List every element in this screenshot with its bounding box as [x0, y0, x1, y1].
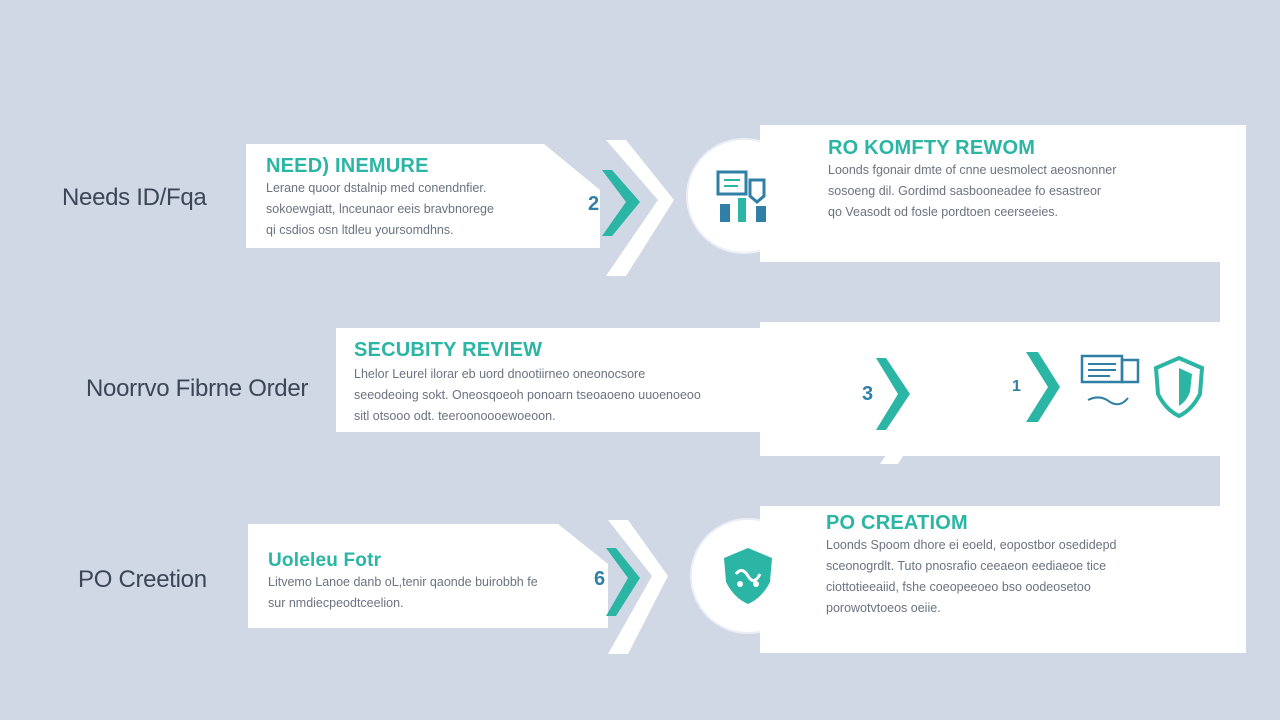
- shield-icon: [1153, 355, 1205, 419]
- document-shield-icon: [716, 170, 766, 222]
- step-3-right-title: PO CREATIOM: [826, 512, 968, 534]
- step-2-card-shape: [336, 328, 942, 464]
- step-2-card-text: Lhelor Leurel ilorar eb uord dnootiirneo…: [354, 367, 701, 423]
- step-3-side-label: PO Creetion: [78, 566, 207, 593]
- step-2-right-number: 1: [1012, 378, 1021, 395]
- step-2-inner-chevron: [1026, 352, 1060, 422]
- step-3-number: 6: [594, 568, 606, 590]
- panel-gap-bottom: [760, 456, 1220, 506]
- step-1-card-title: NEED) INEMURE: [266, 155, 429, 177]
- step-2-card-title: SECUBITY REVIEW: [354, 339, 543, 361]
- step-1-right-title: RO KOMFTY REWOM: [828, 137, 1036, 159]
- shield-icon: [724, 548, 772, 604]
- step-1-right-text: Loonds fgonair dmte of cnne uesmolect ae…: [828, 163, 1117, 219]
- document-icon: [1080, 354, 1140, 406]
- panel-gap-top: [760, 262, 1220, 322]
- step-1-connector-chevron: [780, 140, 818, 252]
- step-3-connector-chevron: [776, 508, 818, 648]
- step-1-card-text: Lerane quoor dstalnip med conendnfier. s…: [266, 181, 494, 237]
- step-3-card-shape: [248, 520, 668, 654]
- step-3-right-text: Loonds Spoom dhore ei eoeld, eopostbor o…: [826, 538, 1117, 615]
- step-1-card-shape: [246, 140, 674, 276]
- step-1-number: 2: [588, 193, 600, 215]
- step-2-side-label: Noorrvo Fibrne Order: [86, 375, 309, 402]
- step-3-card-title: Uoleleu Fotr: [268, 550, 382, 571]
- step-1-side-label: Needs ID/Fqa: [62, 184, 207, 211]
- step-2-number: 3: [862, 383, 874, 405]
- step-1-icon-circle: [688, 140, 800, 252]
- step-3-card-text: Litvemo Lanoe danb oL,tenir qaonde buiro…: [268, 575, 538, 610]
